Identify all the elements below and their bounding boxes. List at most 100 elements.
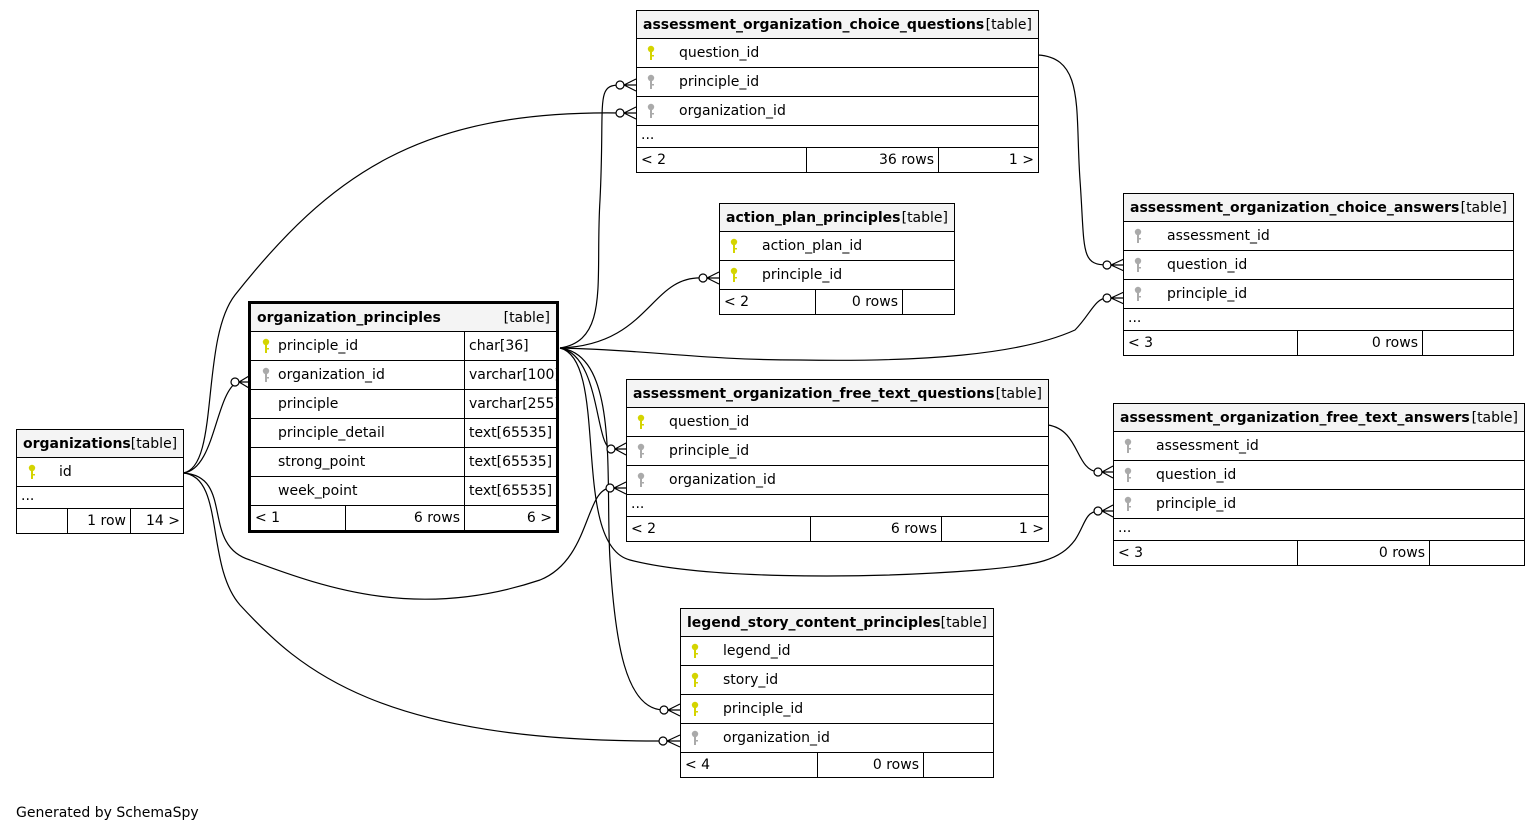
column-row[interactable]: principle_id char[36] <box>251 332 556 361</box>
column-row[interactable]: question_id <box>1114 461 1524 490</box>
children-count[interactable]: 14 > <box>130 509 184 533</box>
more-columns: ... <box>637 126 1038 148</box>
foreign-key-icon <box>647 74 655 89</box>
children-count[interactable] <box>923 753 993 777</box>
table-assessment-organization-free-text-answers[interactable]: assessment_organization_free_text_answer… <box>1113 403 1525 566</box>
table-organization-principles[interactable]: organization_principles [table] principl… <box>248 301 560 533</box>
crow-foot-choice-answers-question-id <box>1102 258 1125 272</box>
column-type: text[65535] <box>464 419 559 447</box>
column-row[interactable]: organization_id <box>637 97 1038 126</box>
edge-choice-questions-to-choice-answers <box>1037 54 1108 266</box>
children-count[interactable]: 1 > <box>941 517 1048 541</box>
table-organizations[interactable]: organizations [table] id ... 1 row 14 > <box>16 429 184 534</box>
primary-key-icon <box>730 238 738 253</box>
edge-principles-to-free-text-questions <box>559 347 612 450</box>
edge-principles-to-legend-story <box>559 347 665 711</box>
parents-count[interactable]: < 2 <box>631 521 657 537</box>
column-name: question_id <box>1167 257 1248 273</box>
children-count[interactable]: 1 > <box>938 148 1038 172</box>
column-name: story_id <box>723 672 779 688</box>
column-name: principle_detail <box>278 425 385 441</box>
edge-organizations-to-choice-questions <box>182 112 621 474</box>
table-type: [table] <box>940 614 988 631</box>
parents-count[interactable]: < 3 <box>1118 545 1144 561</box>
column-row[interactable]: principle varchar[255] <box>251 390 560 419</box>
crow-foot-free-text-questions-principle-id <box>606 442 627 456</box>
table-header: assessment_organization_free_text_answer… <box>1114 404 1524 432</box>
table-footer: 1 row 14 > <box>17 509 183 533</box>
children-count[interactable] <box>1429 541 1524 565</box>
column-row[interactable]: assessment_id <box>1124 222 1513 251</box>
column-type: char[36] <box>464 332 559 360</box>
column-row[interactable]: action_plan_id <box>720 232 954 261</box>
column-row[interactable]: assessment_id <box>1114 432 1524 461</box>
primary-key-icon <box>262 338 270 353</box>
crows-foot-markers <box>230 78 1125 748</box>
more-columns: ... <box>17 487 183 509</box>
table-name: assessment_organization_free_text_questi… <box>633 385 995 402</box>
parents-count[interactable]: < 3 <box>1128 335 1154 351</box>
primary-key-icon <box>691 672 699 687</box>
table-legend-story-content-principles[interactable]: legend_story_content_principles [table] … <box>680 608 994 778</box>
parents-count[interactable] <box>17 509 67 533</box>
children-count[interactable] <box>902 290 954 314</box>
edge-organizations-to-organization-principles <box>182 381 238 474</box>
crow-foot-choice-questions-principle-id <box>615 78 637 92</box>
column-name: principle_id <box>278 338 359 354</box>
children-count[interactable]: 6 > <box>464 506 556 530</box>
column-row[interactable]: legend_id <box>681 637 993 666</box>
row-count: 6 rows <box>810 517 941 541</box>
column-row[interactable]: story_id <box>681 666 993 695</box>
table-assessment-organization-choice-answers[interactable]: assessment_organization_choice_answers [… <box>1123 193 1514 356</box>
table-type: [table] <box>995 385 1042 402</box>
table-footer: < 3 0 rows <box>1114 541 1524 565</box>
parents-count[interactable]: < 2 <box>641 152 667 168</box>
column-row[interactable]: organization_id <box>627 466 1048 495</box>
table-assessment-organization-choice-questions[interactable]: assessment_organization_choice_questions… <box>636 10 1039 173</box>
column-row[interactable]: organization_id <box>681 724 993 753</box>
column-row[interactable]: strong_point text[65535] <box>251 448 556 477</box>
table-footer: < 2 6 rows 1 > <box>627 517 1048 541</box>
parents-count[interactable]: < 2 <box>724 294 750 310</box>
column-row[interactable]: principle_id <box>637 68 1038 97</box>
column-row[interactable]: principle_id <box>681 695 993 724</box>
table-footer: < 2 36 rows 1 > <box>637 148 1038 172</box>
crow-foot-legend-story-org-id <box>658 734 681 748</box>
column-name: principle_id <box>1156 496 1237 512</box>
foreign-key-icon <box>691 730 699 745</box>
column-name: question_id <box>679 45 760 61</box>
foreign-key-icon <box>647 103 655 118</box>
column-row[interactable]: week_point text[65535] <box>251 477 556 506</box>
edge-principles-to-choice-questions <box>559 84 621 349</box>
table-action-plan-principles[interactable]: action_plan_principles [table] action_pl… <box>719 203 955 315</box>
table-header: organization_principles [table] <box>251 304 556 332</box>
table-type: [table] <box>130 435 178 452</box>
column-row[interactable]: id <box>17 458 183 487</box>
foreign-key-icon <box>262 367 270 382</box>
children-count[interactable] <box>1422 331 1513 355</box>
more-columns: ... <box>627 495 1048 517</box>
column-row[interactable]: principle_detail text[65535] <box>251 419 556 448</box>
column-name: principle_id <box>669 443 750 459</box>
parents-count[interactable]: < 1 <box>255 510 281 526</box>
parents-count[interactable]: < 4 <box>685 757 711 773</box>
row-count: 0 rows <box>1297 541 1429 565</box>
column-name: principle_id <box>762 267 843 283</box>
table-type: [table] <box>985 16 1032 33</box>
column-row[interactable]: question_id <box>637 39 1038 68</box>
column-row[interactable]: organization_id varchar[100] <box>251 361 560 390</box>
column-row[interactable]: question_id <box>1124 251 1513 280</box>
crow-foot-choice-answers-principle-id <box>1102 291 1125 305</box>
column-row[interactable]: question_id <box>627 408 1048 437</box>
column-name: question_id <box>1156 467 1237 483</box>
edge-organizations-to-free-text-questions <box>182 472 611 600</box>
table-assessment-organization-free-text-questions[interactable]: assessment_organization_free_text_questi… <box>626 379 1049 542</box>
table-name: action_plan_principles <box>726 209 901 226</box>
column-row[interactable]: principle_id <box>627 437 1048 466</box>
table-header: assessment_organization_choice_answers [… <box>1124 194 1513 222</box>
foreign-key-icon <box>1124 496 1132 511</box>
column-row[interactable]: principle_id <box>720 261 954 290</box>
column-row[interactable]: principle_id <box>1124 280 1513 309</box>
column-row[interactable]: principle_id <box>1114 490 1524 519</box>
